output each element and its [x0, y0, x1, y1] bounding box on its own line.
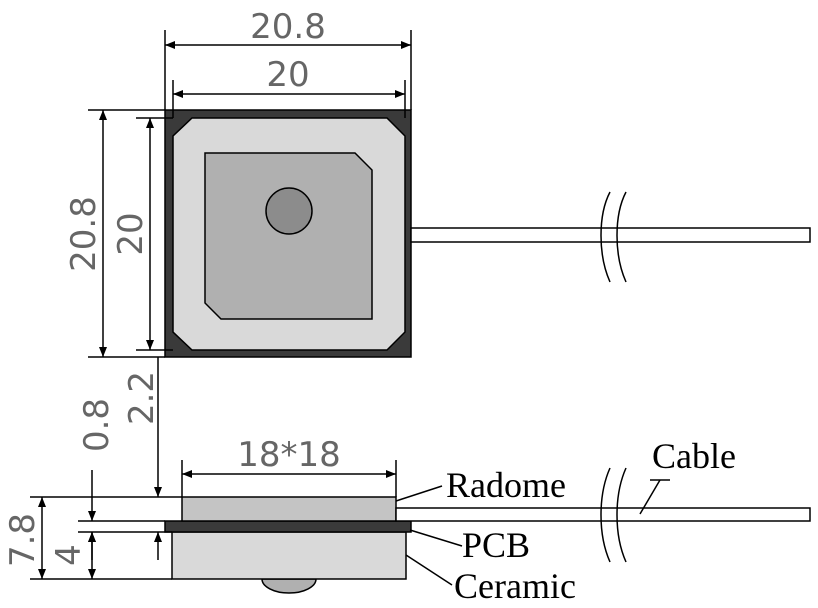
- dim-side-height-inner: 20: [111, 212, 151, 255]
- dim-radome-size: 18*18: [237, 435, 341, 475]
- label-radome: Radome: [446, 465, 566, 505]
- radome-width-dimension: 18*18: [181, 435, 397, 497]
- cable-top: [410, 227, 811, 243]
- cable-side: [395, 507, 811, 522]
- dim-total-height: 7.8: [3, 513, 43, 567]
- radome-body: [181, 496, 397, 522]
- dim-top-width-inner: 20: [266, 55, 309, 95]
- dim-gap-large: 2.2: [122, 371, 162, 425]
- dim-side-height-outer: 20.8: [64, 196, 104, 272]
- feed-point: [265, 187, 313, 235]
- callout-labels: Cable Radome PCB Ceramic: [395, 436, 736, 606]
- cable-break-symbol-top: [600, 191, 627, 283]
- top-width-dimensions: 20.8 20: [164, 7, 412, 118]
- top-view: [164, 109, 811, 358]
- gap-dimensions: 0.8 2.2: [77, 357, 162, 560]
- ceramic-body: [171, 531, 407, 580]
- label-ceramic: Ceramic: [454, 566, 576, 606]
- dim-ceramic-height: 4: [49, 544, 89, 566]
- cable-break-symbol-side: [600, 467, 627, 563]
- radiating-element: [204, 152, 373, 320]
- dim-gap-small: 0.8: [77, 398, 117, 452]
- side-height-dimensions: 20.8 20: [64, 109, 173, 358]
- side-height-dims: 7.8 4: [3, 496, 182, 580]
- pcb-layer: [164, 520, 412, 533]
- side-view: [164, 467, 811, 594]
- label-pcb: PCB: [462, 525, 530, 565]
- feed-pin: [261, 578, 317, 594]
- dim-top-width-outer: 20.8: [250, 7, 326, 47]
- label-cable: Cable: [652, 436, 736, 476]
